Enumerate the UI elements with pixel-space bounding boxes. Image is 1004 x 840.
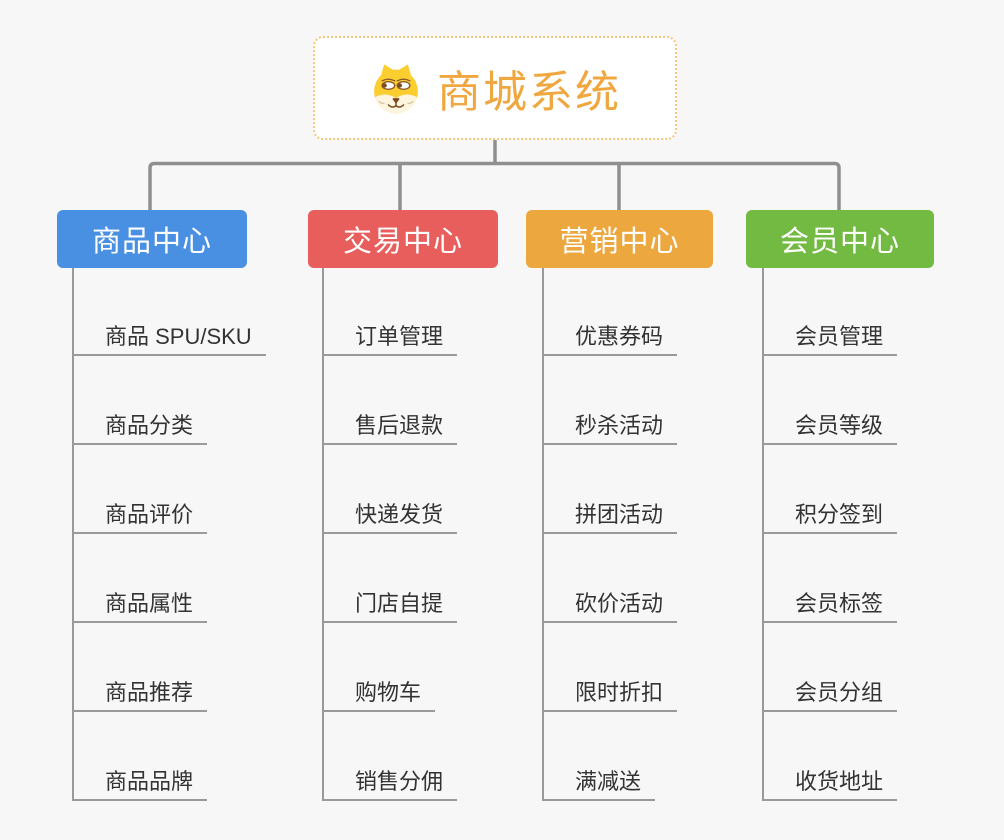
branch-node-product-center[interactable]: 商品中心 [57, 210, 247, 268]
leaf-node[interactable]: 会员等级 [762, 408, 898, 445]
leaf-node[interactable]: 限时折扣 [542, 675, 678, 712]
leaf-node[interactable]: 商品属性 [72, 586, 208, 623]
leaf-node[interactable]: 销售分佣 [322, 764, 458, 801]
leaf-node[interactable]: 商品推荐 [72, 675, 208, 712]
leaf-node[interactable]: 订单管理 [322, 319, 458, 356]
branch-node-marketing-center[interactable]: 营销中心 [526, 210, 713, 268]
leaf-node[interactable]: 购物车 [322, 675, 436, 712]
leaf-node[interactable]: 快递发货 [322, 497, 458, 534]
branch-label: 会员中心 [779, 226, 900, 258]
leaf-node[interactable]: 售后退款 [322, 408, 458, 445]
dog-icon [369, 60, 423, 116]
leaf-node[interactable]: 拼团活动 [542, 497, 678, 534]
top-connector-line [148, 161, 841, 211]
root-node[interactable]: 商城系统 [313, 36, 677, 140]
branch-label: 商品中心 [91, 226, 212, 258]
leaf-node[interactable]: 砍价活动 [542, 586, 678, 623]
leaf-node[interactable]: 门店自提 [322, 586, 458, 623]
branch-label: 营销中心 [559, 226, 680, 258]
leaf-node[interactable]: 满减送 [542, 764, 656, 801]
leaf-node[interactable]: 商品 SPU/SKU [72, 319, 266, 356]
branch-node-trade-center[interactable]: 交易中心 [308, 210, 498, 268]
leaf-node[interactable]: 商品分类 [72, 408, 208, 445]
leaf-node[interactable]: 积分签到 [762, 497, 898, 534]
leaf-node[interactable]: 优惠券码 [542, 319, 678, 356]
leaf-node[interactable]: 会员标签 [762, 586, 898, 623]
root-title: 商城系统 [437, 68, 621, 117]
branch-node-member-center[interactable]: 会员中心 [746, 210, 934, 268]
leaf-node[interactable]: 秒杀活动 [542, 408, 678, 445]
leaf-node[interactable]: 收货地址 [762, 764, 898, 801]
leaf-node[interactable]: 商品评价 [72, 497, 208, 534]
leaf-node[interactable]: 会员分组 [762, 675, 898, 712]
branch-label: 交易中心 [342, 226, 463, 258]
leaf-node[interactable]: 商品品牌 [72, 764, 208, 801]
leaf-node[interactable]: 会员管理 [762, 319, 898, 356]
